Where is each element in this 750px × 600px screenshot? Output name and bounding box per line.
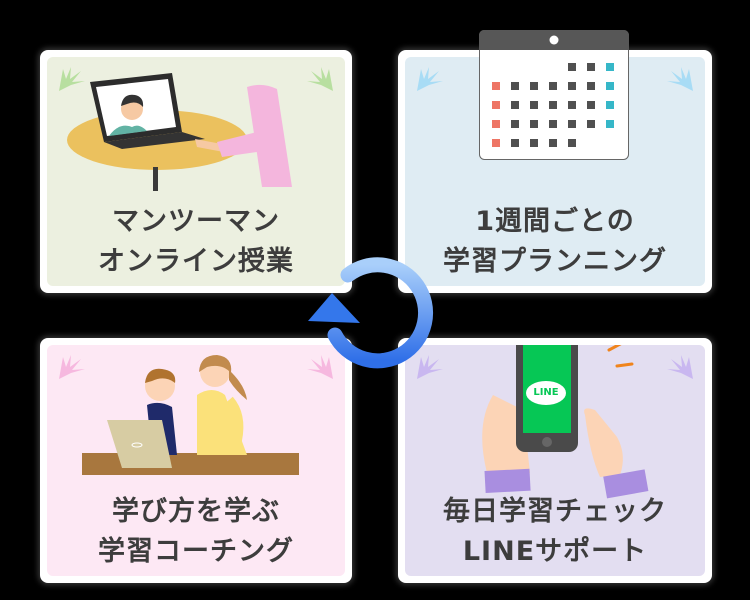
calendar-day — [606, 101, 614, 109]
calendar-day — [511, 82, 519, 90]
sparkle-icon — [59, 355, 85, 379]
calendar-day — [492, 82, 500, 90]
sparkle-icon — [307, 67, 333, 91]
calendar-day — [587, 63, 595, 71]
calendar-day — [606, 63, 614, 71]
card-learning-coaching: 学び方を学ぶ 学習コーチング — [40, 338, 352, 583]
calendar-day — [568, 120, 576, 128]
calendar-day — [568, 139, 576, 147]
calendar-day — [587, 101, 595, 109]
cycle-arrow-icon — [308, 257, 434, 369]
title-line-1: マンツーマン — [112, 206, 280, 237]
card-panel: 学び方を学ぶ 学習コーチング — [47, 345, 345, 576]
calendar-day — [511, 120, 519, 128]
woman-head — [232, 57, 282, 60]
calendar-day — [530, 139, 538, 147]
card-title: マンツーマン オンライン授業 — [47, 202, 345, 282]
sparkle-icon — [307, 355, 333, 379]
calendar-day — [530, 101, 538, 109]
card-panel: LINE 毎日学習チェック LINEサポート — [405, 345, 705, 576]
sparkle-icon — [417, 67, 443, 91]
calendar-day — [492, 120, 500, 128]
calendar-day — [606, 120, 614, 128]
calendar-day — [587, 82, 595, 90]
title-line-2: LINEサポート — [462, 536, 648, 567]
calendar-icon — [479, 30, 629, 160]
card-title: 1週間ごとの 学習プランニング — [405, 202, 705, 282]
calendar-day — [606, 82, 614, 90]
calendar-day — [568, 82, 576, 90]
calendar-day — [549, 120, 557, 128]
phone-hands-illustration — [482, 345, 649, 499]
title-line-1: 学び方を学ぶ — [112, 496, 280, 527]
card-title: 学び方を学ぶ 学習コーチング — [47, 492, 345, 572]
coaching-illustration — [82, 355, 299, 475]
card-title: 毎日学習チェック LINEサポート — [405, 492, 705, 572]
calendar-day — [530, 120, 538, 128]
title-line-1: 1週間ごとの — [475, 206, 635, 237]
calendar-day — [549, 139, 557, 147]
online-lesson-illustration — [67, 73, 292, 191]
card-panel: マンツーマン オンライン授業 — [47, 57, 345, 286]
calendar-day — [568, 63, 576, 71]
calendar-day — [587, 120, 595, 128]
line-logo: LINE — [526, 381, 566, 405]
card-online-lesson: マンツーマン オンライン授業 — [40, 50, 352, 293]
calendar-day — [492, 139, 500, 147]
sparkle-icon — [417, 355, 443, 379]
sparkle-icon — [59, 67, 85, 91]
calendar-day — [511, 101, 519, 109]
calendar-day — [549, 101, 557, 109]
card-line-support: LINE 毎日学習チェック LINEサポート — [398, 338, 712, 583]
title-line-2: 学習コーチング — [98, 536, 294, 567]
calendar-day — [492, 101, 500, 109]
sparkle-icon — [667, 355, 693, 379]
calendar-day — [549, 82, 557, 90]
title-line-2: 学習プランニング — [443, 246, 667, 277]
sparkle-icon — [667, 67, 693, 91]
title-line-2: オンライン授業 — [98, 246, 294, 277]
calendar-day — [568, 101, 576, 109]
calendar-day — [530, 82, 538, 90]
title-line-1: 毎日学習チェック — [443, 496, 667, 527]
calendar-day — [511, 139, 519, 147]
